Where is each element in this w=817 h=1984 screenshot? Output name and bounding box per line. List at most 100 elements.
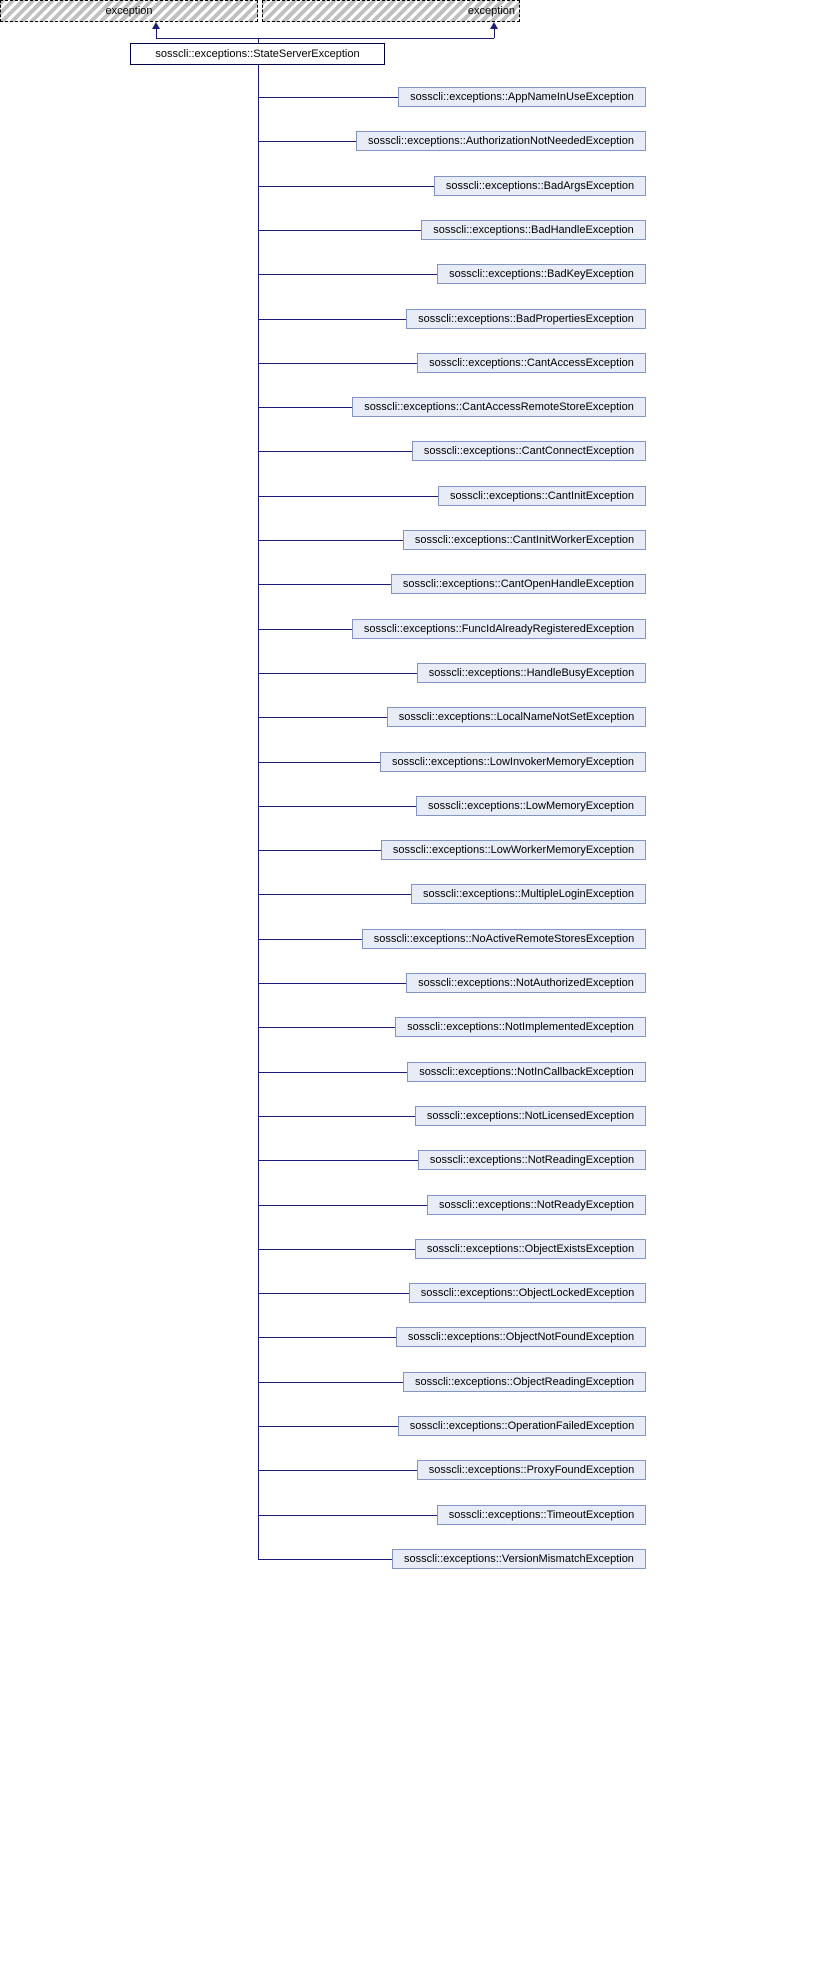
derived-class-label: sosscli::exceptions::MultipleLoginExcept… bbox=[423, 887, 634, 900]
root-class-box[interactable]: sosscli::exceptions::StateServerExceptio… bbox=[130, 43, 385, 65]
inheritance-riser-1 bbox=[156, 28, 157, 38]
derived-class-label: sosscli::exceptions::NotReadyException bbox=[438, 1198, 635, 1211]
derived-class-label: sosscli::exceptions::AppNameInUseExcepti… bbox=[410, 90, 634, 103]
derived-connector-8 bbox=[258, 407, 352, 408]
derived-class-box-sosscli-exceptions-objectreadingexception[interactable]: sosscli::exceptions::ObjectReadingExcept… bbox=[403, 1372, 646, 1392]
derived-class-label: sosscli::exceptions::NotInCallbackExcept… bbox=[419, 1065, 634, 1078]
base-class-box-2[interactable]: exception bbox=[262, 0, 520, 22]
derived-connector-17 bbox=[258, 806, 416, 807]
derived-class-label: sosscli::exceptions::BadHandleException bbox=[433, 223, 634, 236]
derived-class-label: sosscli::exceptions::VersionMismatchExce… bbox=[404, 1552, 634, 1565]
derived-class-box-sosscli-exceptions-authorizationnotneededexception[interactable]: sosscli::exceptions::AuthorizationNotNee… bbox=[356, 131, 646, 151]
derived-class-box-sosscli-exceptions-objectnotfoundexception[interactable]: sosscli::exceptions::ObjectNotFoundExcep… bbox=[396, 1327, 646, 1347]
derived-class-box-sosscli-exceptions-notincallbackexception[interactable]: sosscli::exceptions::NotInCallbackExcept… bbox=[407, 1062, 646, 1082]
derived-class-box-sosscli-exceptions-notreadyexception[interactable]: sosscli::exceptions::NotReadyException bbox=[427, 1195, 646, 1215]
inheritance-arrowhead-2 bbox=[490, 22, 498, 29]
derived-class-box-sosscli-exceptions-lowmemoryexception[interactable]: sosscli::exceptions::LowMemoryException bbox=[416, 796, 646, 816]
derived-class-box-sosscli-exceptions-badkeyexception[interactable]: sosscli::exceptions::BadKeyException bbox=[437, 264, 646, 284]
derived-class-box-sosscli-exceptions-cantinitexception[interactable]: sosscli::exceptions::CantInitException bbox=[438, 486, 646, 506]
derived-class-box-sosscli-exceptions-notlicensedexception[interactable]: sosscli::exceptions::NotLicensedExceptio… bbox=[415, 1106, 646, 1126]
derived-class-box-sosscli-exceptions-cantaccessexception[interactable]: sosscli::exceptions::CantAccessException bbox=[417, 353, 646, 373]
derived-class-box-sosscli-exceptions-objectexistsexception[interactable]: sosscli::exceptions::ObjectExistsExcepti… bbox=[415, 1239, 646, 1259]
base-class-label-1: exception bbox=[105, 4, 153, 17]
base-class-label-2: exception bbox=[467, 4, 515, 17]
derived-connector-21 bbox=[258, 983, 406, 984]
derived-connector-32 bbox=[258, 1470, 417, 1471]
derived-class-label: sosscli::exceptions::NoActiveRemoteStore… bbox=[373, 932, 635, 945]
derived-class-box-sosscli-exceptions-lowinvokermemoryexception[interactable]: sosscli::exceptions::LowInvokerMemoryExc… bbox=[380, 752, 646, 772]
derived-class-box-sosscli-exceptions-notimplementedexception[interactable]: sosscli::exceptions::NotImplementedExcep… bbox=[395, 1017, 646, 1037]
derived-class-label: sosscli::exceptions::NotReadingException bbox=[429, 1153, 635, 1166]
derived-class-box-sosscli-exceptions-notreadingexception[interactable]: sosscli::exceptions::NotReadingException bbox=[418, 1150, 646, 1170]
derived-connector-16 bbox=[258, 762, 380, 763]
derived-connector-22 bbox=[258, 1027, 395, 1028]
derived-class-box-sosscli-exceptions-proxyfoundexception[interactable]: sosscli::exceptions::ProxyFoundException bbox=[417, 1460, 646, 1480]
derived-connector-11 bbox=[258, 540, 403, 541]
derived-class-label: sosscli::exceptions::BadKeyException bbox=[449, 267, 634, 280]
derived-class-box-sosscli-exceptions-handlebusyexception[interactable]: sosscli::exceptions::HandleBusyException bbox=[417, 663, 646, 683]
derived-connector-30 bbox=[258, 1382, 403, 1383]
derived-class-label: sosscli::exceptions::NotImplementedExcep… bbox=[407, 1020, 634, 1033]
inheritance-arrowhead-1 bbox=[152, 22, 160, 29]
derived-class-box-sosscli-exceptions-cantopenhandleexception[interactable]: sosscli::exceptions::CantOpenHandleExcep… bbox=[391, 574, 646, 594]
derived-class-box-sosscli-exceptions-badhandleexception[interactable]: sosscli::exceptions::BadHandleException bbox=[421, 220, 646, 240]
derived-connector-2 bbox=[258, 141, 356, 142]
derived-class-label: sosscli::exceptions::CantAccessRemoteSto… bbox=[364, 400, 634, 413]
derived-connector-26 bbox=[258, 1205, 427, 1206]
root-class-label: sosscli::exceptions::StateServerExceptio… bbox=[155, 47, 360, 60]
derived-class-box-sosscli-exceptions-noactiveremotestoresexception[interactable]: sosscli::exceptions::NoActiveRemoteStore… bbox=[362, 929, 646, 949]
derived-class-label: sosscli::exceptions::AuthorizationNotNee… bbox=[368, 134, 634, 147]
derived-class-label: sosscli::exceptions::NotLicensedExceptio… bbox=[426, 1109, 635, 1122]
base-class-box-1[interactable]: exception bbox=[0, 0, 258, 22]
inheritance-join-bar bbox=[156, 38, 494, 39]
derived-class-box-sosscli-exceptions-lowworkermemoryexception[interactable]: sosscli::exceptions::LowWorkerMemoryExce… bbox=[381, 840, 646, 860]
derived-connector-9 bbox=[258, 451, 412, 452]
derived-connector-3 bbox=[258, 186, 434, 187]
derived-connector-27 bbox=[258, 1249, 415, 1250]
derived-class-label: sosscli::exceptions::ObjectLockedExcepti… bbox=[420, 1286, 635, 1299]
derived-class-label: sosscli::exceptions::CantAccessException bbox=[429, 356, 634, 369]
derived-class-box-sosscli-exceptions-appnameinuseexception[interactable]: sosscli::exceptions::AppNameInUseExcepti… bbox=[398, 87, 646, 107]
derived-class-label: sosscli::exceptions::ObjectNotFoundExcep… bbox=[407, 1330, 635, 1343]
derived-connector-31 bbox=[258, 1426, 398, 1427]
derived-connector-7 bbox=[258, 363, 417, 364]
derived-class-label: sosscli::exceptions::CantConnectExceptio… bbox=[423, 444, 635, 457]
derived-class-label: sosscli::exceptions::LowWorkerMemoryExce… bbox=[392, 843, 635, 856]
derived-class-box-sosscli-exceptions-operationfailedexception[interactable]: sosscli::exceptions::OperationFailedExce… bbox=[398, 1416, 646, 1436]
derived-class-box-sosscli-exceptions-objectlockedexception[interactable]: sosscli::exceptions::ObjectLockedExcepti… bbox=[409, 1283, 646, 1303]
derived-connector-34 bbox=[258, 1559, 392, 1560]
derived-class-box-sosscli-exceptions-cantaccessremotestoreexception[interactable]: sosscli::exceptions::CantAccessRemoteSto… bbox=[352, 397, 646, 417]
derived-connector-24 bbox=[258, 1116, 415, 1117]
derived-connector-15 bbox=[258, 717, 387, 718]
derived-class-label: sosscli::exceptions::LowInvokerMemoryExc… bbox=[391, 755, 635, 768]
derived-connector-28 bbox=[258, 1293, 409, 1294]
derived-connector-10 bbox=[258, 496, 438, 497]
derived-class-box-sosscli-exceptions-cantinitworkerexception[interactable]: sosscli::exceptions::CantInitWorkerExcep… bbox=[403, 530, 646, 550]
derived-class-box-sosscli-exceptions-localnamenotsetexception[interactable]: sosscli::exceptions::LocalNameNotSetExce… bbox=[387, 707, 646, 727]
derived-connector-25 bbox=[258, 1160, 418, 1161]
derived-connector-13 bbox=[258, 629, 352, 630]
derived-class-box-sosscli-exceptions-badpropertiesexception[interactable]: sosscli::exceptions::BadPropertiesExcept… bbox=[406, 309, 646, 329]
derived-connector-33 bbox=[258, 1515, 437, 1516]
derived-class-label: sosscli::exceptions::BadArgsException bbox=[445, 179, 635, 192]
root-connector bbox=[258, 38, 259, 43]
derived-connector-5 bbox=[258, 274, 437, 275]
derived-class-box-sosscli-exceptions-versionmismatchexception[interactable]: sosscli::exceptions::VersionMismatchExce… bbox=[392, 1549, 646, 1569]
derived-class-box-sosscli-exceptions-multipleloginexception[interactable]: sosscli::exceptions::MultipleLoginExcept… bbox=[411, 884, 646, 904]
derived-class-label: sosscli::exceptions::ProxyFoundException bbox=[428, 1463, 635, 1476]
derived-class-box-sosscli-exceptions-badargsexception[interactable]: sosscli::exceptions::BadArgsException bbox=[434, 176, 646, 196]
derived-class-label: sosscli::exceptions::LocalNameNotSetExce… bbox=[398, 710, 635, 723]
derived-class-label: sosscli::exceptions::TimeoutException bbox=[448, 1508, 635, 1521]
derived-class-box-sosscli-exceptions-cantconnectexception[interactable]: sosscli::exceptions::CantConnectExceptio… bbox=[412, 441, 646, 461]
derived-class-box-sosscli-exceptions-funcidalreadyregisteredexception[interactable]: sosscli::exceptions::FuncIdAlreadyRegist… bbox=[352, 619, 646, 639]
derived-class-label: sosscli::exceptions::CantInitWorkerExcep… bbox=[414, 533, 635, 546]
derived-class-box-sosscli-exceptions-timeoutexception[interactable]: sosscli::exceptions::TimeoutException bbox=[437, 1505, 646, 1525]
derived-class-label: sosscli::exceptions::BadPropertiesExcept… bbox=[418, 312, 634, 325]
derived-connector-14 bbox=[258, 673, 417, 674]
derived-class-label: sosscli::exceptions::CantOpenHandleExcep… bbox=[402, 577, 635, 590]
derived-class-box-sosscli-exceptions-notauthorizedexception[interactable]: sosscli::exceptions::NotAuthorizedExcept… bbox=[406, 973, 646, 993]
derived-connector-4 bbox=[258, 230, 421, 231]
derived-connector-1 bbox=[258, 97, 398, 98]
derived-class-label: sosscli::exceptions::OperationFailedExce… bbox=[409, 1419, 635, 1432]
